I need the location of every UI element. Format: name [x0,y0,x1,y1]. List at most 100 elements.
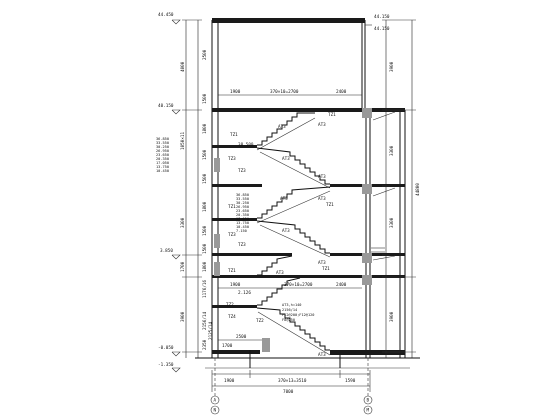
axis-label: B [367,398,370,404]
landing-levels: 38.500 2.126 2125/14 [208,142,254,340]
elevation-left: 44.450 [158,12,174,18]
dim-value: 1700 [180,261,186,272]
dim-value: 370×13=3510 [278,378,307,384]
elevation-left: -0.050 [158,345,174,351]
dim-value: 7000 [283,389,294,395]
beam-label: TZ3 [238,242,246,248]
beam-label: TZ3 [238,168,246,174]
axis-bubble-n [210,405,220,415]
dim-value: 1500 [202,93,208,104]
stair-label: AT3 [276,270,284,276]
axis-bubble-m [363,405,373,415]
level-value: 13.750 [236,221,249,225]
axis-label: A [214,398,217,404]
dim-lines-horizontal [211,94,371,392]
dim-value: 2350 [202,339,208,350]
landing-level: 2.126 [238,290,251,296]
dims-bottom: 1900 370×13=3510 1590 7000 [224,378,356,395]
dim-value: 1700 [222,343,233,349]
level-value: 17.050 [236,217,249,221]
elevation-labels: 44.450 40.150 3.850 -0.050 -1.350 44.150… [158,12,390,368]
axis-bubble-a [210,395,220,405]
level-value: 36.850 [236,193,249,197]
level-value: 30.250 [156,145,169,149]
spec-line: AT3,h=140 [282,303,301,307]
dim-value: 370×10=2700 [270,89,299,95]
beam-label: TZ1 [322,266,330,272]
dim-value: 1176/16 [202,279,208,298]
stair-label: AT3 [282,156,290,162]
level-value: 13.750 [156,165,169,169]
elevation-left: -1.350 [158,362,174,368]
level-value: 36.850 [156,137,169,141]
dim-value: 370×10=2700 [284,282,313,288]
elevation-right: 44.150 [374,26,390,32]
dim-value: 1500 [202,225,208,236]
beam-label: TZ1 [230,132,238,138]
stair-label: AT3 [278,124,286,130]
landing-level: 38.500 [238,142,254,148]
dim-value: 3300 [180,217,186,228]
dim-value: 1800 [202,261,208,272]
axis-labels: A N B M [214,398,370,414]
dim-value: 3900 [389,61,395,72]
dim-value: 3300 [389,145,395,156]
level-value: 33.550 [236,197,249,201]
structure-outline [195,18,420,369]
dim-value: 2125/14 [208,321,214,340]
level-value: 20.350 [236,213,249,217]
level-value: 10.450 [156,169,169,173]
dim-value: 1050×11 [180,131,186,150]
dims-left-outer: 4000 1050×11 3300 1700 3900 [180,61,186,322]
level-value: 26.950 [156,149,169,153]
level-value: 30.250 [236,201,249,205]
axis-label: N [214,408,217,414]
spec-line: F12@200;F12@120 [282,313,314,317]
dim-value: 1900 [224,378,235,384]
dim-value: 2400 [336,282,347,288]
level-value: 33.550 [156,141,169,145]
stair-label: AT3 [280,196,288,202]
left-level-stack: 36.850 33.550 30.250 26.950 23.650 20.35… [156,137,169,173]
level-value: 23.650 [156,153,169,157]
beam-label: TZ1 [328,112,336,118]
elevation-left: 3.850 [160,248,173,254]
level-value: 26.950 [236,205,249,209]
level-value: 10.450 [236,225,249,229]
elevation-left: 40.150 [158,103,174,109]
stair-label: AT3 [318,352,326,358]
axis-grid [210,358,373,415]
stair-label: AT3 [318,122,326,128]
axis-label: M [367,408,370,414]
dim-value: 1590 [345,378,356,384]
dim-value: 2156/14 [202,311,208,330]
level-value: 7.150 [236,229,247,233]
dim-value: 3900 [389,311,395,322]
dims-right-outer: 44800 [415,183,421,196]
stair-label: AT3 [318,174,326,180]
spec-line: F8@250 [282,318,295,322]
dims-left-inner: 2500 1500 1800 1500 1500 1800 1500 1500 … [202,49,208,350]
axis-bubble-b [363,395,373,405]
beam-label: TZ1 [326,202,334,208]
stair-label: AT3 [318,196,326,202]
stair-label: AT3 [282,228,290,234]
dim-value: 1800 [202,201,208,212]
dim-value: 2400 [336,89,347,95]
stair-flights [256,111,396,356]
dim-value: 2500 [202,49,208,60]
dims-right-inner: 3900 3300 3300 3900 [389,61,395,322]
dim-value: 1900 [230,282,241,288]
dim-value: 44800 [415,183,421,196]
elevation-right: 44.150 [374,14,390,20]
dim-value: 3900 [180,311,186,322]
beam-label: TZ4 [228,314,236,320]
dim-value: 1800 [202,123,208,134]
level-value: 23.650 [236,209,249,213]
dim-value: 1500 [202,243,208,254]
beam-label: TZ1 [228,204,236,210]
beam-label: TZ2 [256,318,264,324]
beam-labels: TZ1 TZ1 TZ3 TZ3 TZ1 TZ1 TZ3 TZ3 TZ1 TZ1 … [226,112,336,324]
level-value: 20.350 [156,157,169,161]
dim-value: 3300 [389,217,395,228]
